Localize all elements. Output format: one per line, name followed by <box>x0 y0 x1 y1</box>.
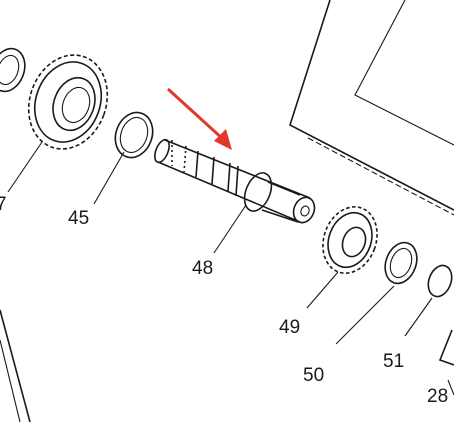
shaft-48 <box>154 138 316 224</box>
left-ring-part <box>0 47 26 93</box>
red-arrow-icon <box>166 87 232 150</box>
callout-49: 49 <box>279 317 301 338</box>
leader-49 <box>306 271 339 309</box>
washer-45 <box>114 111 154 159</box>
leader-45 <box>93 151 125 205</box>
callout-28: 28 <box>427 386 449 407</box>
leader-50 <box>335 285 395 345</box>
washer-50 <box>384 241 418 285</box>
snap-ring-51 <box>427 264 453 298</box>
leader-48 <box>213 204 247 254</box>
leader-lines <box>7 141 433 345</box>
right-edge-part <box>438 329 454 396</box>
leader-7 <box>7 141 43 193</box>
callout-45: 45 <box>68 208 90 229</box>
callout-48: 48 <box>192 258 214 279</box>
gear-7 <box>27 54 109 150</box>
callout-50: 50 <box>303 365 325 386</box>
leader-51 <box>404 297 433 337</box>
callout-51: 51 <box>383 351 405 372</box>
gear-49 <box>322 206 378 274</box>
callout-7: 7 <box>0 194 7 215</box>
